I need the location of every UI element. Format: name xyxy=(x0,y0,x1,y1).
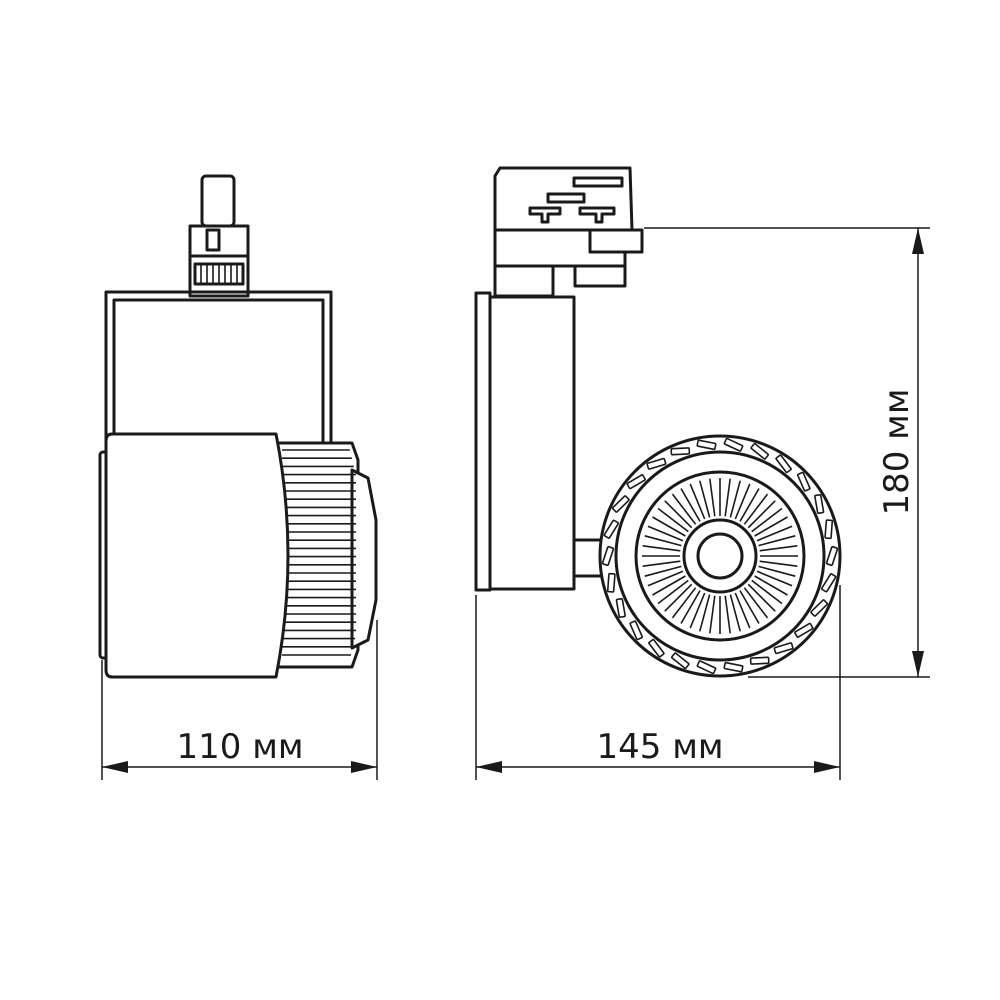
vent-slot xyxy=(749,656,770,665)
reflector-ray xyxy=(699,594,711,632)
front-body xyxy=(98,432,290,679)
vent-slot xyxy=(825,545,839,567)
reflector-ray xyxy=(756,525,793,542)
vent-slot xyxy=(615,597,626,619)
vent-slot xyxy=(671,652,690,670)
vent-slot xyxy=(601,545,615,567)
reflector-ray xyxy=(689,483,706,520)
reflector-ray xyxy=(759,560,798,567)
reflector-ray xyxy=(758,535,796,547)
reflector-ray xyxy=(758,565,796,577)
reflector-ray xyxy=(759,545,798,552)
vent-slot xyxy=(670,447,691,456)
reflector-ray xyxy=(689,592,706,629)
reflector-ray xyxy=(664,500,693,529)
vent-slot xyxy=(814,493,825,515)
reflector-ray xyxy=(729,480,741,518)
reflector-ray xyxy=(729,594,741,632)
reflector-ray xyxy=(652,516,686,537)
reflector-ray xyxy=(754,575,788,596)
vent-slot xyxy=(629,620,644,641)
reflector-ray xyxy=(734,483,751,520)
vent-slot xyxy=(696,660,717,675)
reflector-ray xyxy=(647,570,684,587)
vent-slot xyxy=(611,495,630,513)
front-adapter xyxy=(188,174,250,298)
reflector-ray xyxy=(724,478,731,517)
reflector-ray xyxy=(644,565,682,577)
reflector-ray xyxy=(743,587,769,619)
vent-slot xyxy=(646,457,667,470)
vent-slot xyxy=(820,573,837,593)
vent-slot xyxy=(723,661,744,673)
height-label: 180 мм xyxy=(877,388,917,515)
reflector-ray xyxy=(739,590,760,624)
vent-slot xyxy=(775,454,792,474)
reflector-ray xyxy=(709,478,716,517)
vent-slot xyxy=(696,439,717,451)
front-view xyxy=(98,174,378,679)
reflector-ray xyxy=(743,493,769,525)
reflector-ray xyxy=(647,525,684,542)
vent-slot xyxy=(606,572,616,593)
reflector-ray xyxy=(734,592,751,629)
reflector-ray xyxy=(680,590,701,624)
vent-slot xyxy=(626,474,646,490)
reflector-ray xyxy=(747,500,776,529)
reflector-ray xyxy=(751,579,783,605)
dimension-width: 110 мм xyxy=(101,620,378,780)
side-bracket xyxy=(474,291,604,592)
vent-slot xyxy=(810,599,829,617)
width-label: 110 мм xyxy=(176,727,303,767)
vent-slot xyxy=(603,519,620,539)
reflector-ray xyxy=(671,587,697,619)
reflector-ray xyxy=(739,488,760,522)
reflector-ray xyxy=(756,570,793,587)
reflector-ray xyxy=(680,488,701,522)
dimension-height: 180 мм xyxy=(644,227,930,678)
vent-slot xyxy=(773,642,794,655)
side-adapter xyxy=(493,166,644,298)
side-view xyxy=(474,166,842,678)
reflector-ray xyxy=(642,545,681,552)
reflector-ray xyxy=(709,595,716,634)
front-bracket xyxy=(104,290,333,446)
vent-slot xyxy=(648,638,665,658)
reflector-ray xyxy=(699,480,711,518)
vent-slot xyxy=(723,437,744,452)
reflector-ray xyxy=(671,493,697,525)
front-heatsink xyxy=(268,441,378,669)
reflector-ray xyxy=(657,507,689,533)
side-lamp-face xyxy=(598,434,842,678)
dimension-depth: 145 мм xyxy=(475,585,841,780)
reflector-ray xyxy=(652,575,686,596)
reflector-ray xyxy=(664,583,693,612)
reflector-ray xyxy=(644,535,682,547)
reflector-ray xyxy=(724,595,731,634)
depth-label: 145 мм xyxy=(596,727,723,767)
vent-slot xyxy=(750,442,769,460)
reflector-ray xyxy=(642,560,681,567)
reflector-ray xyxy=(657,579,689,605)
reflector-ray xyxy=(751,507,783,533)
reflector-ray xyxy=(754,516,788,537)
vent-slot xyxy=(796,471,811,492)
reflector-ray xyxy=(747,583,776,612)
vent-slot xyxy=(824,519,834,540)
vent-slot xyxy=(794,622,814,638)
